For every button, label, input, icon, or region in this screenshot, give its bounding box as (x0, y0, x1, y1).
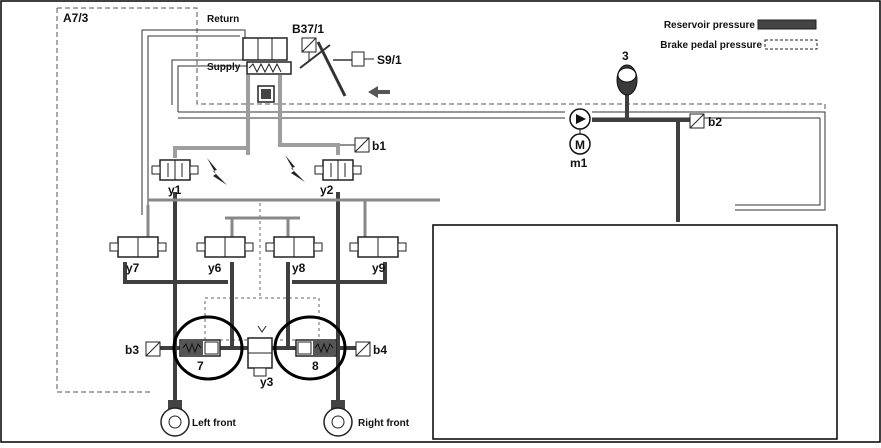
wheel-right-front (323, 400, 353, 437)
blank-overlay-panel (432, 224, 838, 440)
brake-pedal (299, 41, 355, 97)
s9-switch-box (351, 51, 365, 67)
label-accumulator: 3 (622, 49, 629, 63)
label-supply: Supply (207, 62, 241, 73)
label-pump: m1 (570, 156, 588, 170)
pilot-lines (146, 198, 440, 237)
pump (569, 108, 591, 155)
label-return: Return (207, 14, 239, 25)
solenoid-y2-icon (285, 155, 305, 182)
highlight-circle-8 (273, 315, 347, 381)
label-y9: y9 (372, 261, 386, 275)
label-b37: B37/1 (292, 22, 324, 36)
label-y6: y6 (208, 261, 222, 275)
accumulator (616, 64, 638, 96)
label-b2: b2 (708, 115, 722, 129)
label-left-front: Left front (192, 418, 237, 429)
label-y3: y3 (260, 375, 274, 389)
legend-reservoir-label: Reservoir pressure (664, 20, 756, 31)
legend-brake-label: Brake pedal pressure (660, 40, 762, 51)
pedal-arrow-icon (368, 86, 390, 98)
label-b3: b3 (125, 343, 139, 357)
separator-8 (295, 339, 337, 357)
highlight-circle-7 (172, 315, 244, 381)
label-s9: S9/1 (377, 53, 402, 67)
label-y7: y7 (126, 261, 140, 275)
module-boundary (56, 7, 826, 393)
solenoid-y1-icon (207, 158, 227, 185)
label-b1: b1 (372, 139, 386, 153)
pedal-valve-block (242, 37, 292, 103)
label-module: A7/3 (63, 11, 89, 25)
label-y8: y8 (292, 261, 306, 275)
wheel-left-front (160, 400, 190, 437)
brake-pedal-lines (173, 75, 340, 158)
valve-y2 (314, 159, 362, 181)
label-y2: y2 (320, 183, 334, 197)
label-b4: b4 (373, 343, 387, 357)
valve-y3 (247, 325, 273, 377)
valve-y8 (265, 236, 323, 258)
valve-y1 (151, 159, 199, 181)
label-separator-7: 7 (197, 359, 204, 373)
separator-7 (179, 339, 221, 357)
valve-y9 (349, 236, 407, 258)
label-pump-letter: M (575, 138, 585, 152)
valve-y7 (109, 236, 167, 258)
legend-brake-swatch (764, 39, 818, 50)
label-y1: y1 (168, 183, 182, 197)
label-right-front: Right front (358, 418, 410, 429)
legend-reservoir-swatch (757, 19, 817, 30)
valve-y6 (196, 236, 254, 258)
label-separator-8: 8 (312, 359, 319, 373)
